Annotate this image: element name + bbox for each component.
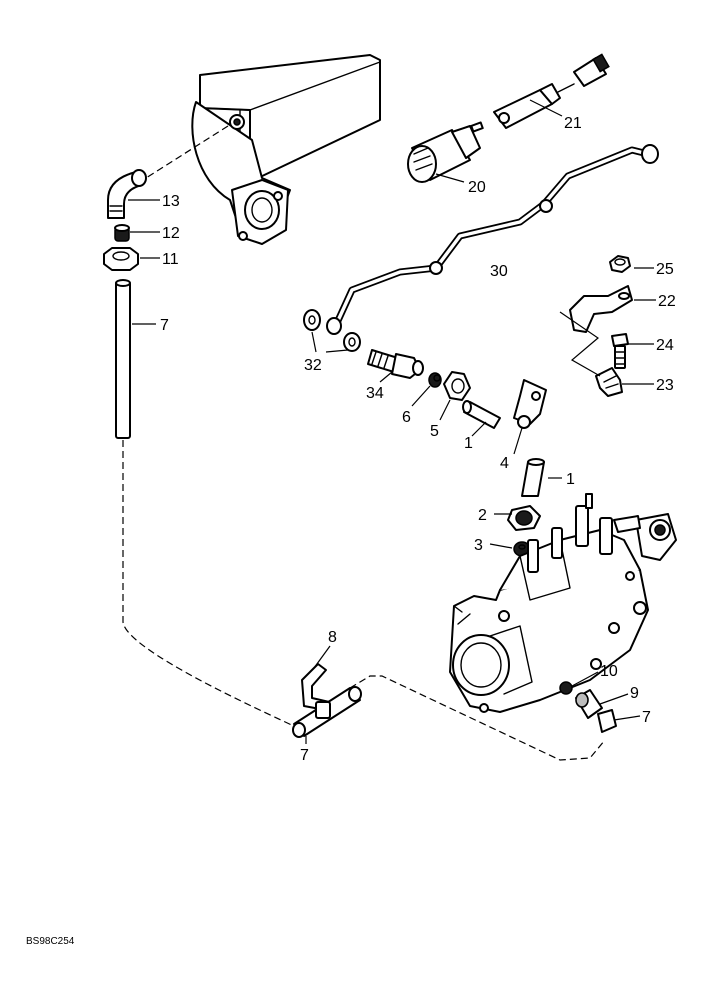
callout-34: 34 bbox=[366, 385, 384, 402]
ferrule bbox=[428, 372, 442, 388]
bracket-assembly bbox=[569, 255, 633, 397]
callout-9: 9 bbox=[630, 685, 639, 702]
callout-5: 5 bbox=[430, 423, 439, 440]
bracket-leader-24-23 bbox=[559, 311, 601, 377]
callout-21: 21 bbox=[564, 115, 582, 132]
nut-fitting bbox=[103, 247, 139, 271]
inlet-fitting bbox=[507, 505, 541, 531]
sleeve-fitting bbox=[114, 224, 130, 242]
pipe-nut bbox=[443, 371, 471, 401]
alignment-line-elbow bbox=[145, 125, 229, 179]
callout-30: 30 bbox=[490, 263, 508, 280]
callout-20: 20 bbox=[468, 179, 486, 196]
callout-24: 24 bbox=[656, 337, 674, 354]
injection-pipe bbox=[326, 144, 659, 335]
callout-25: 25 bbox=[656, 261, 674, 278]
copper-washers bbox=[303, 309, 361, 352]
callout-1-short-hose: 1 bbox=[464, 435, 473, 452]
callout-6: 6 bbox=[402, 409, 411, 426]
callout-1-vertical-hose: 1 bbox=[566, 471, 575, 488]
callout-3: 3 bbox=[474, 537, 483, 554]
callout-4: 4 bbox=[500, 455, 509, 472]
callout-23: 23 bbox=[656, 377, 674, 394]
tee-bracket-assembly bbox=[292, 663, 362, 738]
callout-11: 11 bbox=[162, 251, 179, 268]
callout-7-tube: 7 bbox=[160, 317, 169, 334]
fuel-hose-short bbox=[462, 400, 501, 429]
return-line-path bbox=[122, 440, 606, 761]
callout-32: 32 bbox=[304, 357, 322, 374]
callout-13: 13 bbox=[162, 193, 180, 210]
callout-7-pump: 7 bbox=[642, 709, 651, 726]
callout-7-tee: 7 bbox=[300, 747, 309, 764]
banjo-adapter bbox=[367, 349, 424, 379]
callout-22: 22 bbox=[658, 293, 676, 310]
elbow-fitting bbox=[107, 169, 147, 219]
hose-clip bbox=[513, 379, 547, 429]
return-tube-vertical bbox=[115, 279, 131, 439]
leader-lines bbox=[128, 99, 656, 744]
wire-connector bbox=[493, 53, 610, 129]
engine-manifold bbox=[191, 54, 381, 245]
callout-10: 10 bbox=[600, 663, 618, 680]
fuel-hose-vertical bbox=[521, 458, 545, 497]
callout-12: 12 bbox=[162, 225, 180, 242]
injection-pump bbox=[449, 493, 677, 713]
callout-2: 2 bbox=[478, 507, 487, 524]
figure-reference: BS98C254 bbox=[26, 936, 75, 947]
return-fitting-set bbox=[559, 681, 617, 733]
temperature-sender bbox=[407, 121, 484, 183]
callout-8: 8 bbox=[328, 629, 337, 646]
